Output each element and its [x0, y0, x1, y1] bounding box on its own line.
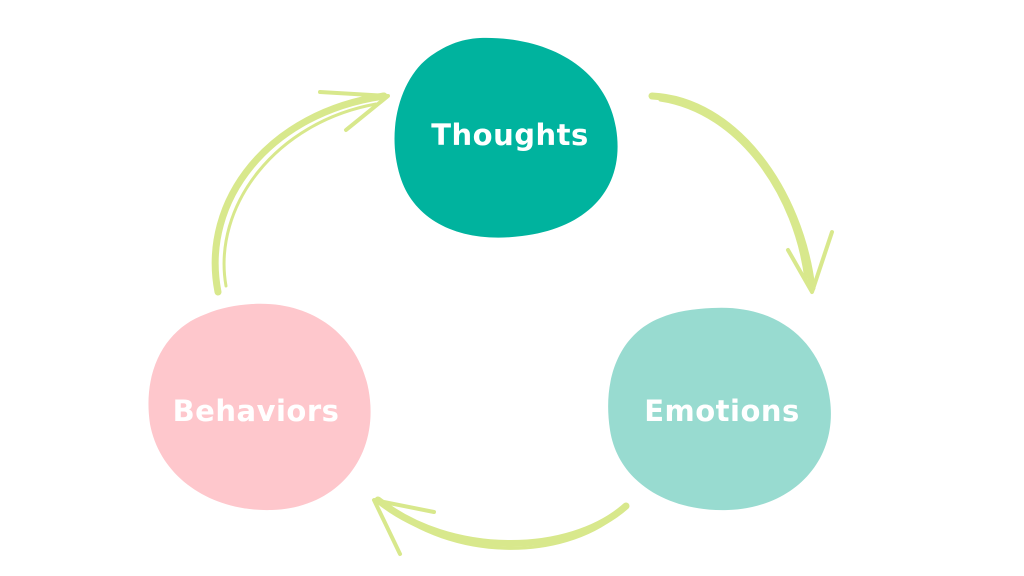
arrow-thoughts-to-emotions	[648, 92, 834, 294]
emotions-blob	[608, 307, 831, 511]
arrow-shaft-stroke	[658, 98, 808, 282]
node-thoughts: Thoughts	[394, 37, 618, 238]
arrow-shaft-stroke	[222, 102, 378, 288]
arrow-head	[372, 498, 436, 556]
arrow-shaft-stroke	[384, 504, 620, 550]
arrow-shaft	[374, 496, 630, 547]
node-emotions: Emotions	[608, 307, 831, 511]
emotions-label: Emotions	[644, 394, 800, 428]
thoughts-label: Thoughts	[431, 118, 589, 152]
arrow-head	[318, 90, 390, 132]
thoughts-blob	[394, 37, 618, 238]
node-behaviors: Behaviors	[148, 303, 371, 511]
arrow-behaviors-to-thoughts	[211, 90, 390, 296]
behaviors-blob	[148, 303, 371, 511]
arrow-emotions-to-behaviors	[372, 496, 630, 556]
arrow-head	[786, 230, 834, 294]
arrow-shaft	[211, 92, 388, 296]
arrow-shaft	[648, 92, 816, 292]
behaviors-label: Behaviors	[173, 394, 340, 428]
